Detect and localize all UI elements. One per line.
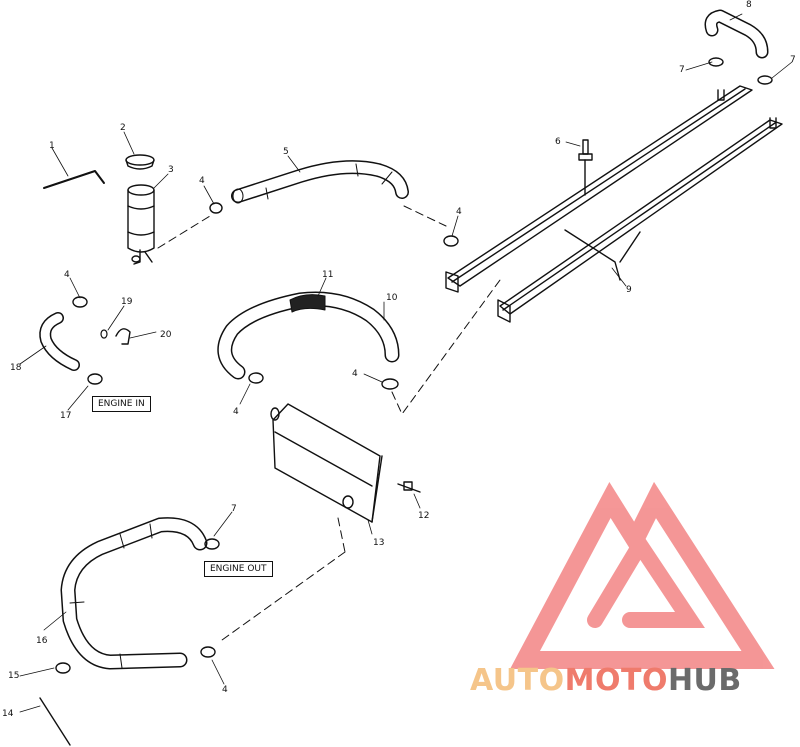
tool-part-14 — [39, 697, 71, 746]
callout-4: 4 — [352, 369, 358, 379]
callout-8: 8 — [746, 0, 752, 10]
washer-part-19 — [100, 329, 108, 339]
callout-13: 13 — [373, 538, 384, 548]
watermark-part-3: HUB — [667, 663, 742, 698]
callout-7: 7 — [679, 65, 685, 75]
heat-exchanger-part-13 — [270, 403, 383, 523]
connection-lines — [157, 205, 501, 641]
callout-numbers: 1 2 3 4 4 4 4 4 4 5 6 7 7 7 8 9 10 11 12… — [2, 0, 796, 719]
callout-11: 11 — [322, 270, 333, 280]
callout-3: 3 — [168, 165, 174, 175]
hose-part-16 — [60, 517, 208, 670]
callout-5: 5 — [283, 147, 289, 157]
callout-19: 19 — [121, 297, 133, 307]
callout-4: 4 — [456, 207, 462, 217]
callout-18: 18 — [10, 363, 22, 373]
callout-9: 9 — [626, 285, 632, 295]
fitting-part-12 — [397, 481, 421, 493]
callout-6: 6 — [555, 137, 561, 147]
engine-out-label: ENGINE OUT — [204, 561, 273, 577]
engine-in-label: ENGINE IN — [92, 396, 151, 412]
coolant-reservoir-part-3 — [127, 184, 155, 265]
bolt-part-6 — [578, 139, 593, 196]
callout-12: 12 — [418, 511, 429, 521]
callout-7: 7 — [231, 504, 237, 514]
callout-14: 14 — [2, 709, 14, 719]
callout-2: 2 — [120, 123, 126, 133]
hose-part-5 — [231, 160, 409, 204]
callout-10: 10 — [386, 293, 398, 303]
callout-20: 20 — [160, 330, 172, 340]
hose-part-8 — [704, 9, 769, 59]
watermark-logo — [510, 481, 775, 669]
callout-15: 15 — [8, 671, 19, 681]
callout-1: 1 — [49, 141, 55, 151]
callout-4: 4 — [64, 270, 70, 280]
heat-exchanger-rails-part-9 — [445, 85, 783, 323]
callout-4: 4 — [199, 176, 205, 186]
callout-17: 17 — [60, 411, 71, 421]
leader-lines — [19, 13, 793, 713]
hose-part-18 — [39, 312, 80, 371]
bracket-part-20 — [115, 328, 131, 345]
watermark-text: AUTOMOTOHUB — [470, 663, 742, 699]
reservoir-cap-part-2 — [125, 154, 155, 170]
hose-part-10 — [217, 291, 400, 380]
callout-4: 4 — [222, 685, 228, 695]
watermark-part-1: AUTO — [470, 663, 565, 698]
callout-16: 16 — [36, 636, 48, 646]
watermark-part-2: MOTO — [564, 663, 668, 698]
hose-clamps — [55, 57, 773, 674]
callout-4: 4 — [233, 407, 239, 417]
allen-key-part-1 — [43, 170, 105, 189]
callout-7: 7 — [790, 55, 796, 65]
